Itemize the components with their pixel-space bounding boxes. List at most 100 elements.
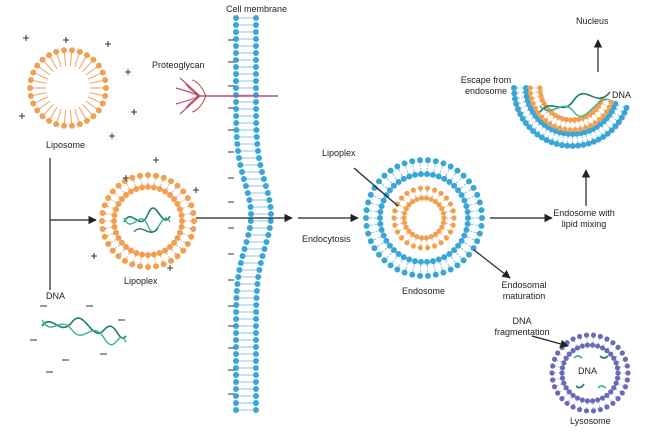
to-lysosome-arrow — [531, 335, 569, 349]
escape-outer-lipid-head — [519, 115, 526, 122]
lysosome-lipid-head — [589, 398, 596, 404]
lysosome-lipid-head — [564, 340, 570, 346]
lipoplex-lipid-head — [176, 206, 183, 213]
escape-outer-lipid-tail — [614, 118, 617, 121]
endosome-lipid-head — [478, 222, 485, 229]
lysosome-lipid-tail — [621, 384, 624, 387]
membrane-head — [233, 288, 240, 294]
endosome-lipid-head — [390, 182, 397, 189]
lipoplex-lipid-tail — [119, 251, 123, 255]
endosome-lipid-tail — [473, 231, 478, 234]
lipoplex-lipid-tail — [166, 186, 169, 190]
membrane-head — [242, 183, 249, 189]
endosome-lipid-head — [386, 187, 393, 194]
lipoplex-lipid-tail — [171, 249, 174, 252]
escape-inner-lipid-tail — [590, 116, 593, 119]
escape-outer-lipid-head — [523, 85, 529, 91]
lipoplex-lipid-head — [152, 172, 159, 179]
lipid-head — [99, 69, 106, 76]
endosome-lipoplex-lipid-head — [439, 206, 445, 212]
endosome-lipid-head — [435, 173, 442, 180]
lysosome-lipid-head — [595, 397, 601, 403]
lipid-tail — [69, 53, 73, 67]
lysosome-lipid-tail — [603, 400, 605, 403]
membrane-head — [237, 260, 244, 266]
endosome-lipid-head — [454, 167, 461, 174]
escape-outer-lipid-tail — [530, 117, 534, 120]
proteoglycan-label: Proteoglycan — [152, 60, 205, 70]
membrane-head — [233, 386, 239, 392]
endosome-lipoplex-lipid-head — [406, 228, 412, 234]
proteoglycan-chain — [179, 77, 201, 97]
escape-outer-lipid-tail — [611, 116, 614, 119]
lysosome-lipid-head — [604, 392, 610, 398]
membrane-head — [233, 379, 240, 385]
membrane-head — [234, 141, 241, 147]
lipoplex-lipid-tail — [178, 192, 182, 196]
lipoplex-lipid-head — [145, 184, 151, 190]
lysosome-lipid-head — [608, 351, 614, 357]
lipoplex-lipid-tail — [179, 200, 183, 203]
escape-outer-lipid-tail — [531, 123, 534, 126]
escape-inner-lipid-tail — [605, 104, 608, 107]
membrane-head — [253, 344, 260, 350]
endosome-lipoplex-lipid-tail — [399, 229, 402, 232]
endosome-lipoplex-lipid-tail — [443, 206, 446, 208]
escape-inner-lipid-tail — [550, 119, 553, 122]
endosome-lipid-head — [409, 158, 416, 165]
lysosome-lipid-head — [615, 396, 621, 402]
endosome-lipid-head — [376, 251, 383, 258]
lysosome-lipid-head — [613, 360, 619, 366]
membrane-head — [234, 281, 241, 287]
lysosome-lipid-head — [550, 363, 556, 369]
escape-inner-lipid-head — [583, 125, 589, 131]
endosome-lipoplex-lipid-head — [432, 243, 438, 249]
escape-inner-lipid-tail — [546, 117, 549, 119]
escape-outer-lipid-head — [511, 90, 518, 97]
escape-dna-label: DNA — [612, 90, 632, 100]
lipoplex-lipid-head — [156, 249, 163, 256]
membrane-head — [253, 337, 260, 343]
escape-outer-lipid-head — [513, 100, 520, 107]
membrane-head — [253, 309, 260, 315]
escape-outer-lipid-tail — [541, 127, 544, 130]
membrane-head — [233, 29, 239, 35]
lipid-tail — [49, 106, 58, 119]
endosome-lipoplex-lipid-tail — [405, 201, 408, 204]
endosome-lipoplex-lipid-tail — [438, 195, 440, 198]
lysosome-lipid-head — [622, 384, 629, 390]
membrane-head — [253, 365, 260, 371]
escape-inner-lipid-tail — [600, 107, 603, 109]
escaping-endosome — [511, 85, 630, 149]
lipoplex-lipid-head — [184, 241, 191, 247]
lipid-head — [84, 52, 90, 59]
lysosome-lipid-head — [550, 377, 556, 383]
lysosome-lipid-head — [549, 370, 555, 376]
lipid-tail — [33, 80, 47, 85]
escape-inner-lipid-head — [527, 90, 533, 96]
endosome-lipoplex-lipid-tail — [408, 195, 410, 198]
escape-dna-strand — [539, 98, 611, 117]
endosome-lipid-tail — [373, 195, 377, 198]
lipoplex-lipid-tail — [107, 205, 110, 208]
lipoplex-lipid-tail — [182, 233, 186, 235]
membrane-head — [253, 113, 260, 119]
membrane-head — [254, 141, 261, 147]
lipid-tail — [56, 54, 62, 68]
lipoplex-lipid-head — [168, 257, 174, 264]
lipoplex-lipid-head — [176, 229, 183, 236]
endosome-lipoplex-lipid-head — [398, 235, 405, 241]
lysosome-lipid-tail — [568, 344, 571, 347]
lipid-head — [39, 56, 46, 63]
lipoplex-lipid-head — [160, 261, 167, 268]
escape-outer-lipid-tail — [534, 120, 537, 124]
membrane-head — [256, 155, 263, 161]
membrane-head — [233, 393, 239, 399]
endosome-lipid-head — [455, 187, 462, 194]
endosome-lipid-tail — [389, 252, 393, 256]
endosome-lipid-tail — [466, 236, 471, 239]
membrane-head — [247, 218, 254, 224]
endosome-lipid-head — [394, 163, 401, 170]
lipoplex-lipid-head — [145, 252, 151, 258]
membrane-head — [233, 302, 240, 308]
